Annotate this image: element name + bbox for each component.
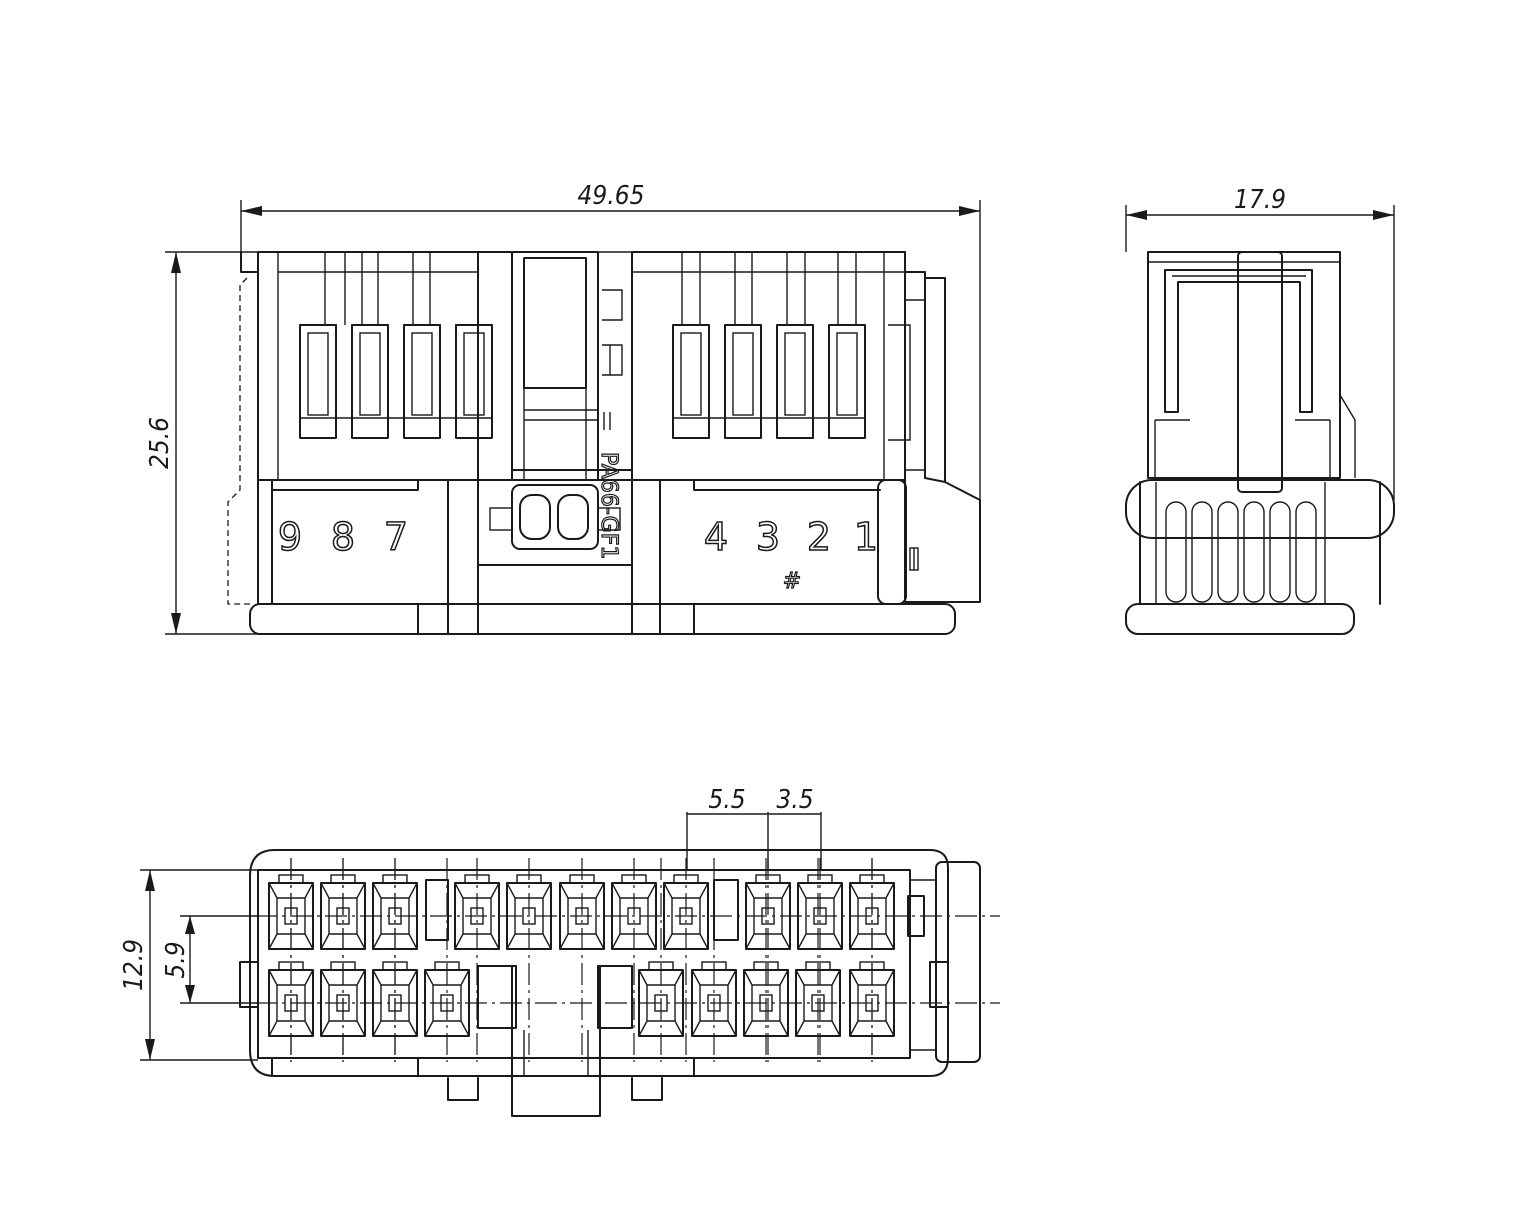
face-housing-outline (249, 849, 949, 1077)
terminal-cavity (506, 858, 552, 1062)
front-right-ribs (632, 252, 905, 480)
terminal-cavity (691, 858, 737, 1062)
terminal-cavity (849, 858, 895, 1062)
side-view: 17.9 (1125, 185, 1395, 635)
terminal-cavity (797, 858, 843, 1062)
face-keying-features (271, 879, 925, 1117)
terminal-cavity (638, 858, 684, 1062)
face-view: 5.5 3.5 12.9 5.9 (119, 785, 1000, 1117)
terminal-cavity (743, 858, 789, 1062)
side-center-latch (1237, 251, 1283, 493)
dim-label-pitch-b: 3.5 (776, 785, 813, 815)
terminal-cavity (268, 858, 314, 1062)
front-left-ribs (277, 252, 478, 480)
dimension-overall-width: 49.65 (240, 181, 981, 500)
front-right-pin-windows (672, 324, 911, 441)
pin-label-9: 9 (278, 515, 302, 559)
pin-label-4: 4 (704, 515, 728, 559)
front-right-tab (877, 277, 946, 605)
dimension-face-height: 12.9 5.9 (119, 869, 258, 1061)
front-pin-numbers: 9 8 7 4 3 2 1 # (277, 514, 879, 594)
dim-label-overall-width: 49.65 (578, 181, 645, 211)
pin-label-1: 1 (854, 515, 878, 559)
terminal-cavity (795, 858, 841, 1062)
pin-label-2: 2 (807, 515, 831, 559)
face-cavities (268, 858, 895, 1062)
terminal-cavity (559, 858, 605, 1062)
hash-marking: # (783, 569, 801, 594)
terminal-cavity (849, 858, 895, 1062)
dim-label-overall-height: 25.6 (145, 417, 175, 469)
side-ribs (1155, 482, 1326, 604)
pin-label-7: 7 (384, 515, 408, 559)
terminal-cavity (424, 858, 470, 1062)
material-marking: PA66-GF1 (596, 452, 621, 559)
side-flange (1125, 479, 1395, 539)
pin-label-8: 8 (331, 515, 355, 559)
dimension-side-width: 17.9 (1125, 185, 1395, 500)
dim-label-pitch-a: 5.5 (708, 785, 745, 815)
terminal-cavity (372, 858, 418, 1062)
terminal-cavity (611, 858, 657, 1062)
face-right-latch (935, 861, 981, 1063)
terminal-cavity (454, 858, 500, 1062)
terminal-cavity (320, 858, 366, 1062)
side-base (1125, 603, 1355, 635)
terminal-cavity (268, 858, 314, 1062)
terminal-cavity (320, 858, 366, 1062)
front-hidden-latch (227, 277, 250, 605)
dim-label-face-height: 12.9 (119, 939, 149, 991)
front-lower-housing (249, 479, 956, 635)
front-left-pin-windows (299, 324, 493, 439)
front-center-latch: PA66-GF1 (489, 251, 632, 560)
dim-label-side-width: 17.9 (1234, 185, 1286, 215)
terminal-cavity (372, 858, 418, 1062)
pin-label-3: 3 (756, 515, 780, 559)
terminal-cavity (745, 858, 791, 1062)
front-left-upper-block (257, 251, 479, 481)
terminal-cavity (663, 858, 709, 1062)
front-view: 49.65 25.6 (145, 181, 981, 635)
dim-label-row-spacing: 5.9 (161, 941, 191, 978)
front-right-upper-block (631, 251, 906, 481)
dimension-overall-height: 25.6 (145, 251, 258, 635)
dimension-pitch-a: 5.5 3.5 (686, 785, 822, 870)
